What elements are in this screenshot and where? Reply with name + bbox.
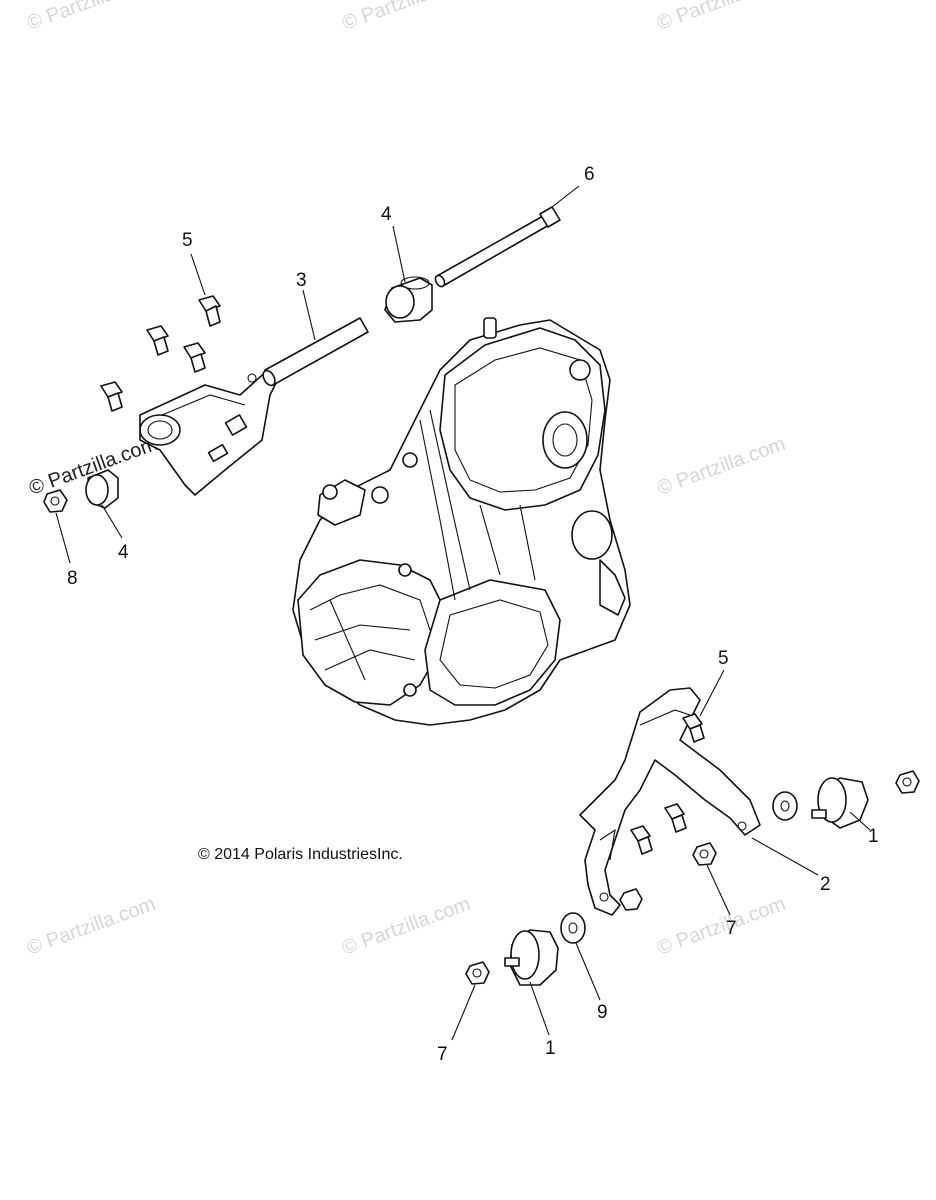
- watermark: © Partzilla.com: [339, 893, 473, 960]
- watermark: © Partzilla.com: [339, 0, 473, 35]
- callout-label: 5: [182, 230, 193, 251]
- callout-label: 3: [296, 270, 307, 291]
- callout-label: 8: [67, 568, 78, 589]
- engine-spark-cap: [542, 411, 588, 469]
- callout-label: 6: [584, 164, 595, 185]
- bolt-on-bracket: [664, 803, 687, 833]
- callout-label: 5: [718, 648, 729, 669]
- washer: [772, 791, 798, 821]
- watermark: © Partzilla.com: [654, 0, 788, 35]
- leader-lines: [55, 185, 871, 1041]
- nut-far-right: [895, 770, 920, 794]
- bolt-item-5: [146, 325, 169, 356]
- nut-item-7: [692, 842, 717, 866]
- engine-intake-port: [571, 510, 613, 560]
- bolt-item-5: [198, 295, 221, 327]
- callout-label: 1: [545, 1038, 556, 1059]
- callout-label: 4: [381, 204, 392, 225]
- bushing-item-4: [384, 276, 433, 323]
- engine-mount-bracket-front: [139, 367, 281, 496]
- engine-mount-bracket-rear: [579, 687, 761, 916]
- callout-label: 4: [118, 542, 129, 563]
- isolator-item-1: [811, 777, 869, 829]
- bolt-item-5: [183, 342, 206, 373]
- callout-label: 1: [868, 826, 879, 847]
- bolt-item-5: [100, 381, 123, 412]
- callout-label: 7: [437, 1044, 448, 1065]
- nut-item-8: [43, 489, 68, 513]
- watermark: © Partzilla.com: [24, 893, 158, 960]
- callout-labels: 6 4 5 3 8 4 5 1 2 7 9 7 1: [67, 164, 879, 1065]
- nut-item-7: [465, 961, 490, 985]
- callout-label: 2: [820, 874, 831, 895]
- isolator-item-1: [504, 929, 559, 986]
- rear-mount-group: [465, 687, 920, 986]
- copyright-notice: © 2014 Polaris IndustriesInc.: [198, 846, 403, 863]
- watermark: © Partzilla.com: [654, 893, 788, 960]
- bolt-on-bracket: [630, 825, 653, 855]
- front-mount-group: [43, 206, 561, 513]
- engine-assembly: [292, 317, 631, 726]
- nut-on-bracket: [619, 888, 643, 911]
- washer-item-9: [560, 912, 586, 944]
- sleeve-item-3: [262, 317, 369, 387]
- watermark: © Partzilla.com: [24, 0, 158, 35]
- engine-gearbox: [424, 579, 561, 706]
- watermark: © Partzilla.com: [654, 433, 788, 500]
- callout-label: 7: [726, 918, 737, 939]
- through-bolt-item-6: [434, 206, 561, 288]
- engine-breather-fitting: [569, 359, 591, 381]
- callout-label: 9: [597, 1002, 608, 1023]
- bushing-item-4: [85, 469, 119, 509]
- bolt-item-5: [682, 713, 705, 743]
